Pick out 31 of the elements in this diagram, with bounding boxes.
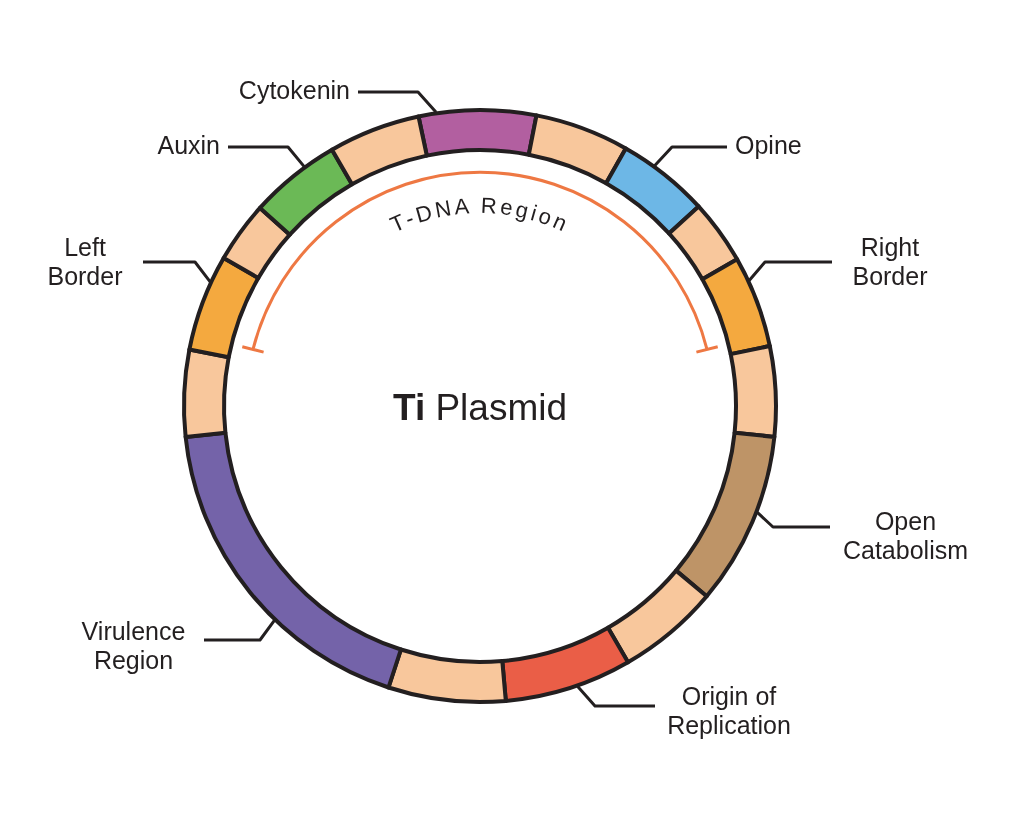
ring-segment — [526, 113, 628, 186]
leader-line — [653, 145, 727, 167]
segment-label: Virulence Region — [63, 616, 204, 676]
segment-label: Cytokenin — [230, 74, 358, 106]
ring-segment — [386, 647, 508, 704]
ring-segment — [258, 147, 354, 237]
segment-label: Auxin — [149, 129, 228, 161]
ring-segment — [187, 256, 261, 360]
plasmid-title: Ti Plasmid — [392, 386, 568, 430]
leader-line — [358, 90, 438, 114]
segment-label: Origin of Replication — [655, 681, 803, 741]
ring-segment — [183, 430, 403, 690]
ring-segment — [674, 430, 777, 599]
ring-segment — [606, 568, 709, 665]
leader-line — [756, 511, 830, 529]
leader-line — [143, 260, 212, 283]
leader-line — [576, 685, 655, 708]
ring-segment — [330, 114, 429, 187]
ring-segment — [700, 257, 772, 357]
region-label: T-DNA Region — [386, 192, 574, 238]
leader-line — [228, 145, 306, 168]
segment-label: Right Border — [832, 232, 948, 292]
segment-label: Opine — [727, 129, 810, 161]
ring-segment — [221, 205, 292, 280]
segment-label: Open Catabolism — [830, 506, 981, 566]
ring-segment — [182, 347, 231, 439]
segment-label: Left Border — [27, 232, 143, 292]
leader-line — [204, 619, 276, 642]
ring-segment — [416, 108, 539, 158]
leader-line — [748, 260, 832, 282]
ring-segment — [604, 146, 701, 236]
